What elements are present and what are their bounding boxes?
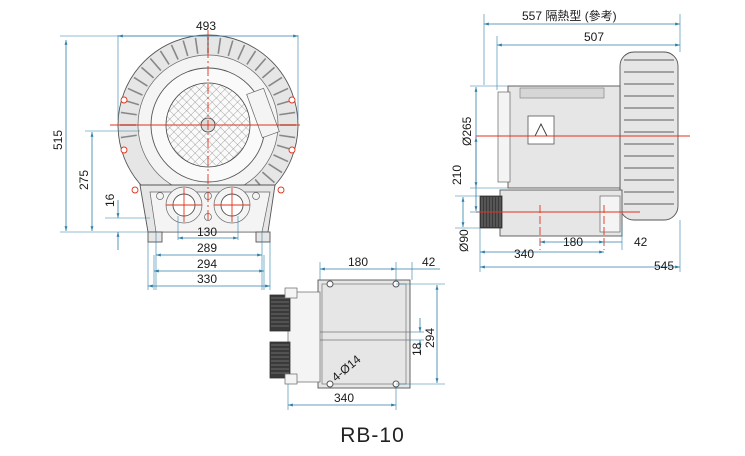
dim-289: 289: [197, 241, 217, 255]
dim-210: 210: [450, 165, 464, 185]
base-port-bottom: [269, 341, 291, 379]
dim-493: 493: [196, 19, 216, 33]
side-motor: [507, 85, 621, 189]
base-view: [269, 279, 411, 389]
mount-hole-3: [326, 380, 334, 388]
dim-507: 507: [584, 30, 604, 44]
mount-hole-1: [326, 280, 334, 288]
dim-90: Ø90: [457, 229, 471, 252]
dim-130: 130: [197, 225, 217, 239]
dim-side-180: 180: [563, 235, 583, 249]
dim-base-340: 340: [334, 391, 354, 405]
dim-base-18: 18: [410, 342, 424, 356]
dim-16: 16: [103, 193, 117, 207]
base-port-top: [269, 294, 291, 332]
dim-base-42: 42: [422, 255, 436, 269]
dim-545: 545: [654, 259, 674, 273]
model-title: RB-10: [340, 424, 405, 447]
side-dimensions: 557 隔熱型 (參考) 507 Ø265 210 Ø90 340 180 42…: [450, 8, 681, 273]
dim-base-294: 294: [423, 328, 437, 348]
dim-275: 275: [77, 170, 91, 190]
dim-side-42: 42: [634, 235, 648, 249]
dim-330: 330: [197, 272, 217, 286]
dim-base-180: 180: [348, 255, 368, 269]
side-view: [476, 51, 690, 250]
dim-557-note: 557 隔熱型 (參考): [522, 8, 617, 23]
dim-515: 515: [51, 130, 65, 150]
side-nameplate: [527, 115, 555, 145]
front-view: [110, 30, 300, 243]
dim-265: Ø265: [460, 116, 474, 146]
dim-side-340: 340: [514, 247, 534, 261]
front-dimensions: 493 515 275 16 130 289 294 330: [51, 19, 299, 290]
dim-294: 294: [197, 257, 217, 271]
